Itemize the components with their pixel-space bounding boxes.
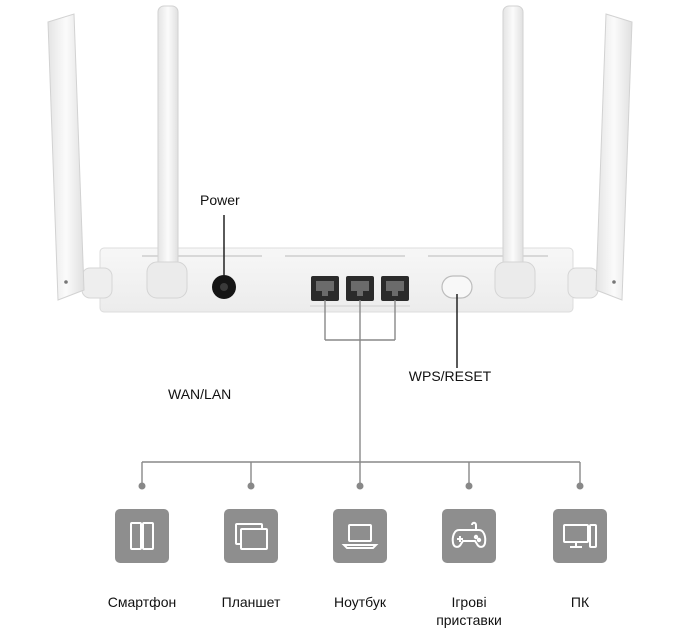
- device-label-tablet: Планшет: [221, 594, 281, 610]
- ethernet-ports: [310, 276, 410, 307]
- pc-icon: [553, 509, 607, 563]
- power-port: [212, 215, 236, 299]
- antenna-right-outer: [567, 13, 633, 301]
- device-label-laptop: Ноутбук: [334, 594, 386, 610]
- antenna-left-outer: [47, 13, 113, 301]
- gamepad-icon: [442, 509, 496, 563]
- antenna-right-inner: [494, 5, 536, 299]
- wan-lan-label: WAN/LAN: [168, 386, 232, 402]
- tablet-icon: [224, 509, 278, 563]
- smartphone-icon: [115, 509, 169, 563]
- laptop-icon: [333, 509, 387, 563]
- device-tree-lines: [138, 461, 584, 490]
- wps-reset-label: WPS/RESET: [408, 368, 492, 384]
- port-connector-lines: [324, 300, 396, 462]
- wps-reset-button: [441, 275, 473, 368]
- device-label-smartphone: Смартфон: [107, 594, 177, 610]
- antenna-left-inner: [146, 5, 188, 299]
- device-label-game-consoles: Ігрові приставки: [436, 594, 502, 628]
- device-label-pc: ПК: [570, 594, 590, 610]
- power-label: Power: [200, 192, 240, 208]
